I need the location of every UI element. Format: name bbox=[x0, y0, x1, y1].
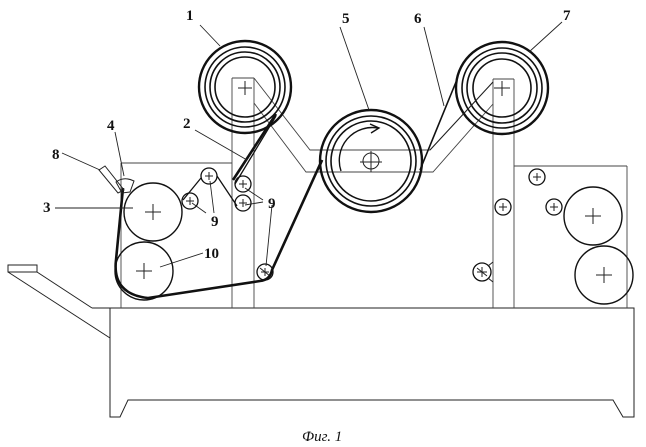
guide-roller bbox=[235, 176, 251, 192]
right-rollers bbox=[473, 169, 633, 304]
left-housing bbox=[121, 163, 232, 308]
large-roller-lower bbox=[575, 246, 633, 304]
guide-roller bbox=[546, 199, 562, 215]
reference-labels: 1 2 3 4 5 6 7 8 9 9 9 10 bbox=[43, 8, 571, 262]
label-6: 6 bbox=[414, 11, 422, 27]
label-8: 8 bbox=[52, 147, 60, 163]
guide-roller bbox=[495, 199, 511, 215]
label-7: 7 bbox=[563, 8, 571, 24]
rotation-arrow-arc bbox=[339, 128, 378, 171]
rotation-arrow-head-icon bbox=[370, 124, 379, 133]
guide-roller bbox=[473, 262, 493, 282]
paste-4 bbox=[116, 179, 134, 193]
label-3: 3 bbox=[43, 200, 51, 216]
label-5: 5 bbox=[342, 11, 350, 27]
roller-3 bbox=[124, 183, 182, 241]
guide-roller bbox=[529, 169, 545, 185]
feed-tray-lower-arm bbox=[8, 272, 110, 338]
large-roller-upper bbox=[564, 187, 622, 245]
reel-7 bbox=[456, 42, 548, 134]
label-1: 1 bbox=[186, 8, 194, 24]
figure-caption: Фиг. 1 bbox=[302, 429, 342, 445]
roller-10 bbox=[115, 242, 173, 300]
base-body bbox=[110, 308, 634, 417]
feed-tray-upper-arm bbox=[37, 272, 92, 308]
left-post bbox=[232, 78, 254, 308]
guide-roller bbox=[235, 195, 251, 211]
feed-tray-plate bbox=[8, 265, 37, 272]
label-10: 10 bbox=[204, 246, 219, 262]
belt-path bbox=[116, 114, 322, 298]
right-post bbox=[493, 79, 514, 308]
reel-1-axis-icon bbox=[238, 81, 252, 95]
machine-base bbox=[8, 265, 634, 417]
label-2: 2 bbox=[183, 116, 191, 132]
label-9-left: 9 bbox=[211, 214, 219, 230]
reel-7-axis-icon bbox=[494, 81, 510, 96]
right-housing bbox=[514, 166, 627, 308]
label-4: 4 bbox=[107, 118, 115, 134]
reel-5 bbox=[320, 110, 422, 212]
reel-5-axis-icon bbox=[360, 151, 382, 172]
reel-1 bbox=[199, 41, 291, 133]
label-9-right: 9 bbox=[268, 196, 276, 212]
guide-roller bbox=[182, 193, 198, 209]
guide-roller bbox=[201, 168, 217, 184]
